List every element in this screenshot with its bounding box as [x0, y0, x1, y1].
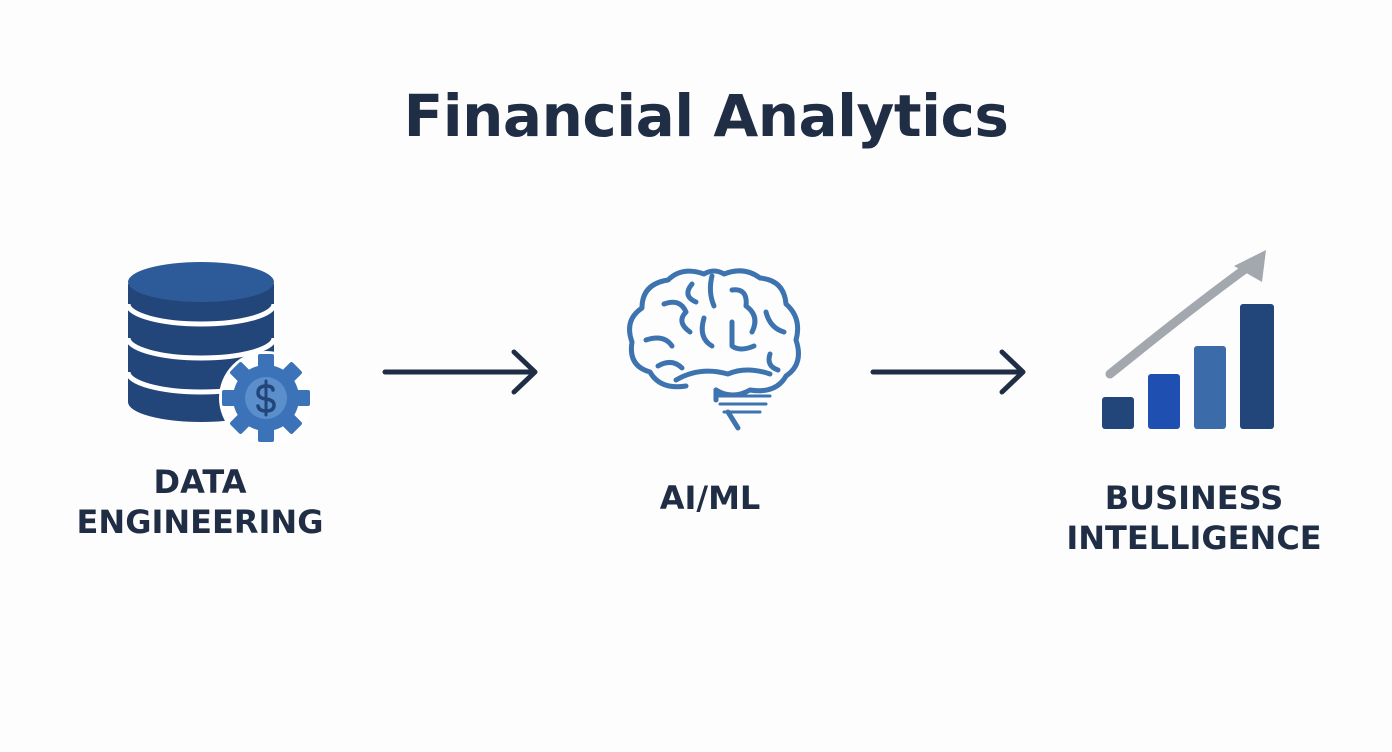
stage-label-ai-ml: AI/ML	[600, 478, 820, 518]
stage-label-data-engineering: DATA ENGINEERING	[60, 462, 340, 542]
stage-label-line: INTELLIGENCE	[1066, 519, 1322, 557]
stage-label-line: BUSINESS	[1104, 479, 1284, 517]
stage-label-line: ENGINEERING	[76, 503, 324, 541]
stage-label-line: DATA	[153, 463, 247, 501]
database-dollar-gear-icon	[125, 262, 313, 442]
stage-label-line: AI/ML	[659, 479, 761, 517]
growth-bar-chart-icon	[1102, 250, 1274, 429]
arrow-right-icon	[382, 349, 538, 395]
page-title: Financial Analytics	[403, 82, 1009, 150]
arrow-right-icon	[870, 349, 1026, 395]
brain-icon	[627, 268, 801, 431]
stage-label-business-intelligence: BUSINESS INTELLIGENCE	[1044, 478, 1344, 558]
